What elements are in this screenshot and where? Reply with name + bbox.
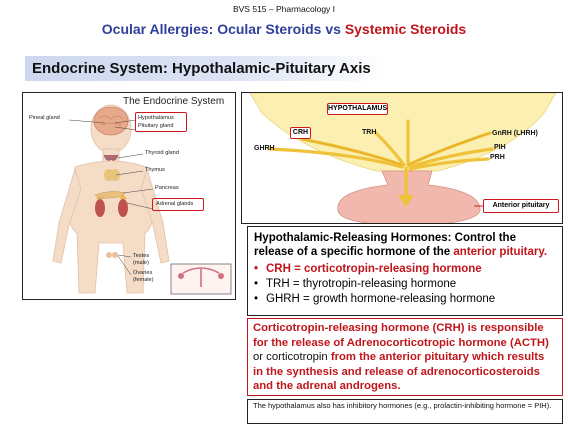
list-item-crh: CRH = corticotropin-releasing hormone xyxy=(254,262,556,277)
adrenal-highlight xyxy=(152,198,204,211)
anterior-pituitary-label: Anterior pituitary xyxy=(483,199,559,213)
list-item-trh: TRH = thyrotropin-releasing hormone xyxy=(254,277,556,292)
endocrine-system-figure: The Endocrine System Pineal gland Hypoth… xyxy=(22,92,236,300)
ghrh-label: GHRH xyxy=(254,145,275,152)
crh-label: CRH xyxy=(290,127,311,139)
heading-red-text: anterior pituitary. xyxy=(453,246,548,258)
gnrh-label: GnRH (LHRH) xyxy=(492,130,538,137)
label-hypothalamus: Hypothalamus xyxy=(138,115,174,121)
releasing-hormones-box: Hypothalamic-Releasing Hormones: Control… xyxy=(247,226,563,316)
section-heading: Endocrine System: Hypothalamic-Pituitary… xyxy=(32,60,371,77)
endocrine-figure-title: The Endocrine System xyxy=(123,96,225,107)
label-adrenal: Adrenal glands xyxy=(156,201,194,207)
hypothalamus-pituitary-highlight xyxy=(135,112,187,132)
label-thyroid: Thyroid gland xyxy=(145,150,179,156)
list-item-ghrh: GHRH = growth hormone-releasing hormone xyxy=(254,292,556,307)
heading-text: Hypothalamic-Releasing Hormones: Control… xyxy=(254,232,516,258)
label-pituitary: Pituitary gland xyxy=(138,123,174,129)
label-thymus: Thymus xyxy=(145,167,165,173)
course-label: BVS 515 – Pharmacology I xyxy=(232,4,336,14)
pih-label: PIH xyxy=(494,144,506,151)
slide-title: Ocular Allergies: Ocular Steroids vs Sys… xyxy=(0,21,568,37)
label-ovaries: Ovaries xyxy=(133,270,153,276)
hormone-list: CRH = corticotropin-releasing hormone TR… xyxy=(254,262,556,307)
section-heading-bar: Endocrine System: Hypothalamic-Pituitary… xyxy=(25,56,385,81)
body-illustration xyxy=(52,104,232,295)
releasing-hormones-heading: Hypothalamic-Releasing Hormones: Control… xyxy=(254,231,556,259)
label-testes-sub: (male) xyxy=(133,260,149,266)
title-vs: vs xyxy=(321,21,345,37)
trh-label: TRH xyxy=(362,129,377,136)
inhibitory-note-box: The hypothalamus also has inhibitory hor… xyxy=(247,399,563,424)
inhibitory-note: The hypothalamus also has inhibitory hor… xyxy=(253,401,552,410)
crh-explanation-box: Corticotropin-releasing hormone (CRH) is… xyxy=(247,318,563,396)
crh-text-1: Corticotropin-releasing hormone (CRH) is… xyxy=(253,322,549,349)
label-pancreas: Pancreas xyxy=(155,185,179,191)
prh-label: PRH xyxy=(490,154,505,161)
title-part2: Systemic Steroids xyxy=(344,21,467,37)
label-ovaries-sub: (female) xyxy=(133,277,154,283)
title-part1: Ocular Allergies: Ocular Steroids xyxy=(101,21,322,37)
hpa-diagram: HYPOTHALAMUS CRH TRH GnRH (LHRH) GHRH PI… xyxy=(241,92,563,224)
label-testes: Testes xyxy=(133,253,150,259)
crh-text-3: from the anterior pituitary which result… xyxy=(253,351,545,392)
crh-text-2: or corticotropin xyxy=(253,351,331,363)
crh-explanation: Corticotropin-releasing hormone (CRH) is… xyxy=(253,321,557,394)
hpa-illustration xyxy=(249,93,557,223)
label-pineal: Pineal gland xyxy=(29,115,60,121)
hypothalamus-label: HYPOTHALAMUS xyxy=(327,103,388,115)
